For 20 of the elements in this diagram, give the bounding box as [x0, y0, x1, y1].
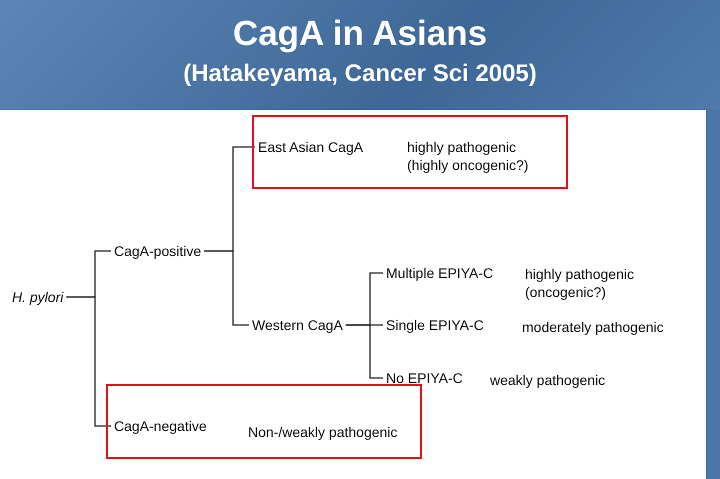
highlight-box	[252, 115, 568, 189]
tree-label: Multiple EPIYA-C	[386, 264, 494, 282]
description-text: Non-/weakly pathogenic	[248, 423, 398, 441]
description-text: moderately pathogenic	[522, 318, 664, 336]
tree-label: Single EPIYA-C	[386, 316, 484, 334]
bracket-line	[66, 296, 111, 427]
slide-title: CagA in Asians	[232, 14, 488, 54]
description-text: highly pathogenic (highly oncogenic?)	[407, 138, 530, 174]
bracket-line	[204, 250, 249, 326]
tree-label: H. pylori	[12, 288, 64, 306]
citation-subtitle: (Hatakeyama, Cancer Sci 2005)	[182, 60, 538, 88]
tree-label: East Asian CagA	[258, 138, 364, 156]
description-text: weakly pathogenic	[490, 371, 606, 389]
tree-label: CagA-negative	[114, 417, 207, 435]
bracket-line	[346, 324, 383, 379]
highlight-box	[106, 384, 422, 459]
description-text: highly pathogenic (oncogenic?)	[525, 265, 635, 301]
tree-label: CagA-positive	[114, 242, 202, 260]
tree-label: No EPIYA-C	[386, 369, 463, 387]
tree-label: Western CagA	[252, 316, 343, 334]
